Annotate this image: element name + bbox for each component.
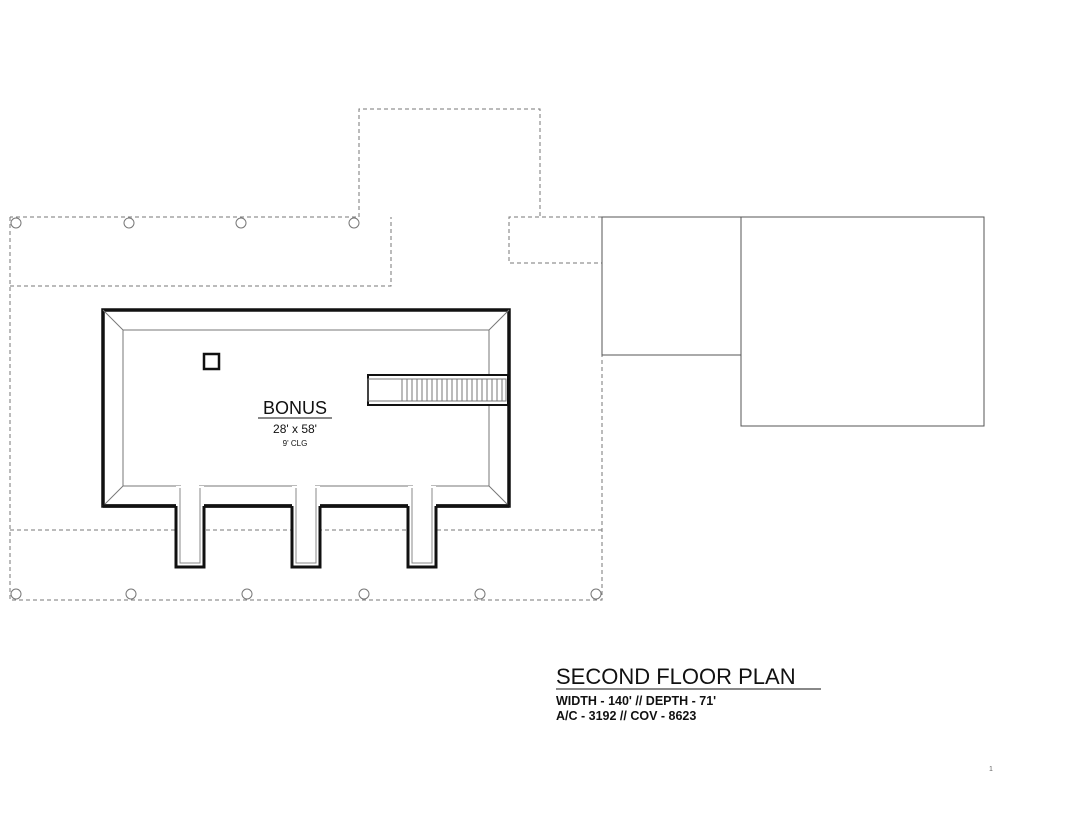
hip-line (488, 309, 510, 331)
column-circle (358, 588, 370, 600)
plan-size-line: WIDTH - 140' // DEPTH - 71' (556, 694, 716, 708)
column-circle (10, 588, 22, 600)
dormer (174, 486, 206, 569)
column-circle (235, 217, 247, 229)
porch-inner-line (10, 217, 392, 287)
column-circle (474, 588, 486, 600)
hip-line (488, 485, 510, 507)
room-ceiling-height: 9' CLG (283, 439, 308, 448)
attic-access-icon (202, 352, 221, 371)
hip-line (102, 485, 124, 507)
column-circle (241, 588, 253, 600)
column-circle (125, 588, 137, 600)
column-circle (348, 217, 360, 229)
corner-mark: 1 (989, 766, 993, 773)
room-dimensions: 28' x 58' (273, 422, 317, 436)
room-name: BONUS (263, 398, 327, 418)
small-notch-outline (508, 216, 602, 264)
plan-title: SECOND FLOOR PLAN (556, 664, 796, 689)
dormers (103, 485, 509, 569)
column-circle (10, 217, 22, 229)
stair-icon (367, 374, 509, 406)
columns (10, 217, 602, 600)
porch-outline-top (9, 108, 603, 601)
roof-rect-small (601, 216, 742, 356)
hip-line (102, 309, 124, 331)
column-circle (123, 217, 135, 229)
plan-area-line: A/C - 3192 // COV - 8623 (556, 709, 696, 723)
roof-rect-large (740, 216, 985, 427)
dormer (406, 486, 438, 569)
dormer (290, 486, 322, 569)
right-roof-outline (601, 216, 985, 427)
column-circle (590, 588, 602, 600)
